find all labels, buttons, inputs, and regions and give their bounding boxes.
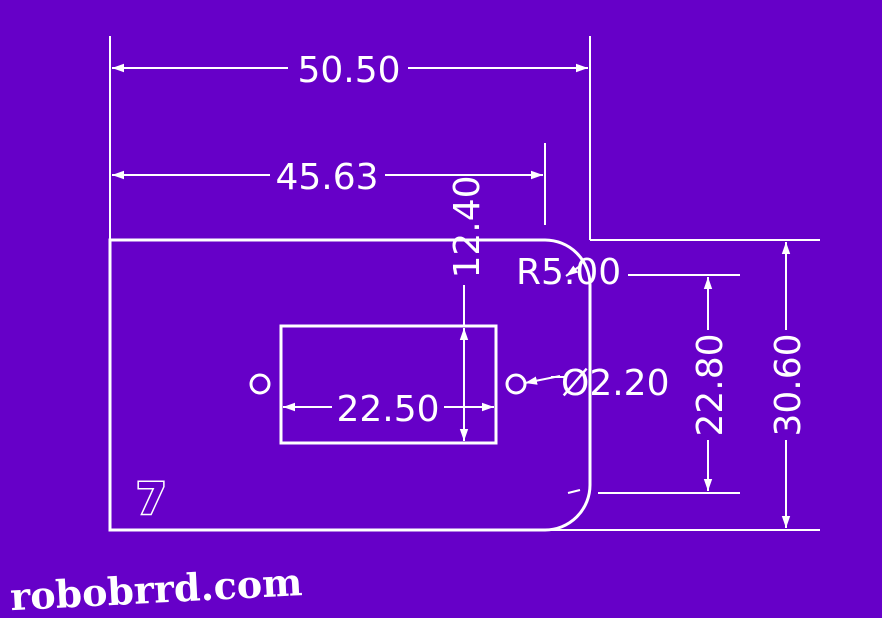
dim-overall-width: 50.50 [297,50,400,91]
radius-leader-2 [567,489,581,494]
radius-leader [565,265,581,277]
part-outline [108,238,592,532]
dim-corner-radius: R5.00 [516,252,621,293]
dim-hole-diameter: Ø2.20 [561,363,670,404]
dim-slot-width: 22.50 [336,389,439,430]
dim-overall-height: 30.60 [768,333,809,436]
dim-slot-height: 22.80 [690,333,731,436]
dim-hole-offset: 12.40 [447,175,488,278]
mounting-hole-left [249,373,271,395]
slot-cutout [279,324,498,445]
brand-website: robobrrd.com [9,559,303,618]
mounting-hole-right [505,373,527,395]
dim-hole-center-width: 45.63 [275,157,378,198]
part-number: 7 [136,474,167,525]
